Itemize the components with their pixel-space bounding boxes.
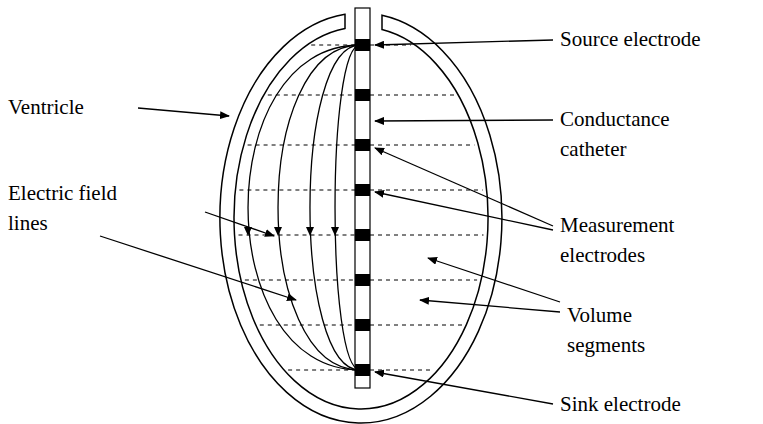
- field-arrowhead: [274, 227, 282, 236]
- electrode: [355, 229, 370, 241]
- segments-label: Volume segments: [567, 300, 672, 360]
- leader-line: [375, 120, 553, 121]
- leader-line: [205, 212, 274, 236]
- field-arrowhead: [331, 227, 339, 236]
- segment-boundary: [370, 235, 484, 236]
- electrode: [355, 39, 370, 51]
- leader-line: [375, 148, 553, 226]
- catheter-label: Conductance catheter: [560, 104, 710, 164]
- field-arrowhead: [306, 227, 314, 236]
- leader-line: [428, 258, 560, 302]
- segment-boundary: [260, 325, 355, 326]
- segment-boundary: [370, 190, 483, 191]
- leader-line: [375, 40, 553, 45]
- catheter: [355, 8, 370, 388]
- electrode: [355, 364, 370, 376]
- segment-boundary: [370, 325, 462, 326]
- field-lines-label: Electric field lines: [8, 178, 143, 238]
- leader-line: [375, 372, 553, 404]
- field-lines: [244, 45, 360, 370]
- segment-boundary: [239, 190, 355, 191]
- segment-boundary: [288, 370, 355, 371]
- field-line: [310, 45, 360, 370]
- segment-boundary: [370, 95, 454, 96]
- field-line: [248, 45, 360, 370]
- segment-boundary: [245, 280, 355, 281]
- electrode: [355, 319, 370, 331]
- segment-boundary: [248, 145, 355, 146]
- electrode: [355, 89, 370, 101]
- leader-line: [138, 108, 229, 116]
- electrode: [355, 139, 370, 151]
- segment-boundary: [370, 370, 434, 371]
- electrode: [355, 184, 370, 196]
- field-line: [278, 45, 360, 370]
- ventricle-label: Ventricle: [8, 92, 84, 122]
- sink-label: Sink electrode: [560, 389, 681, 419]
- segment-boundary: [370, 145, 474, 146]
- segment-boundary: [239, 235, 356, 236]
- electrode: [355, 274, 370, 286]
- leader-line: [375, 192, 553, 230]
- leader-line: [100, 236, 296, 300]
- source-label: Source electrode: [560, 24, 701, 54]
- leader-line: [420, 300, 560, 312]
- leader-lines: [100, 40, 560, 404]
- conductance-catheter: [355, 8, 370, 388]
- measurement-label: Measurement electrodes: [560, 210, 710, 270]
- segment-boundary: [370, 280, 477, 281]
